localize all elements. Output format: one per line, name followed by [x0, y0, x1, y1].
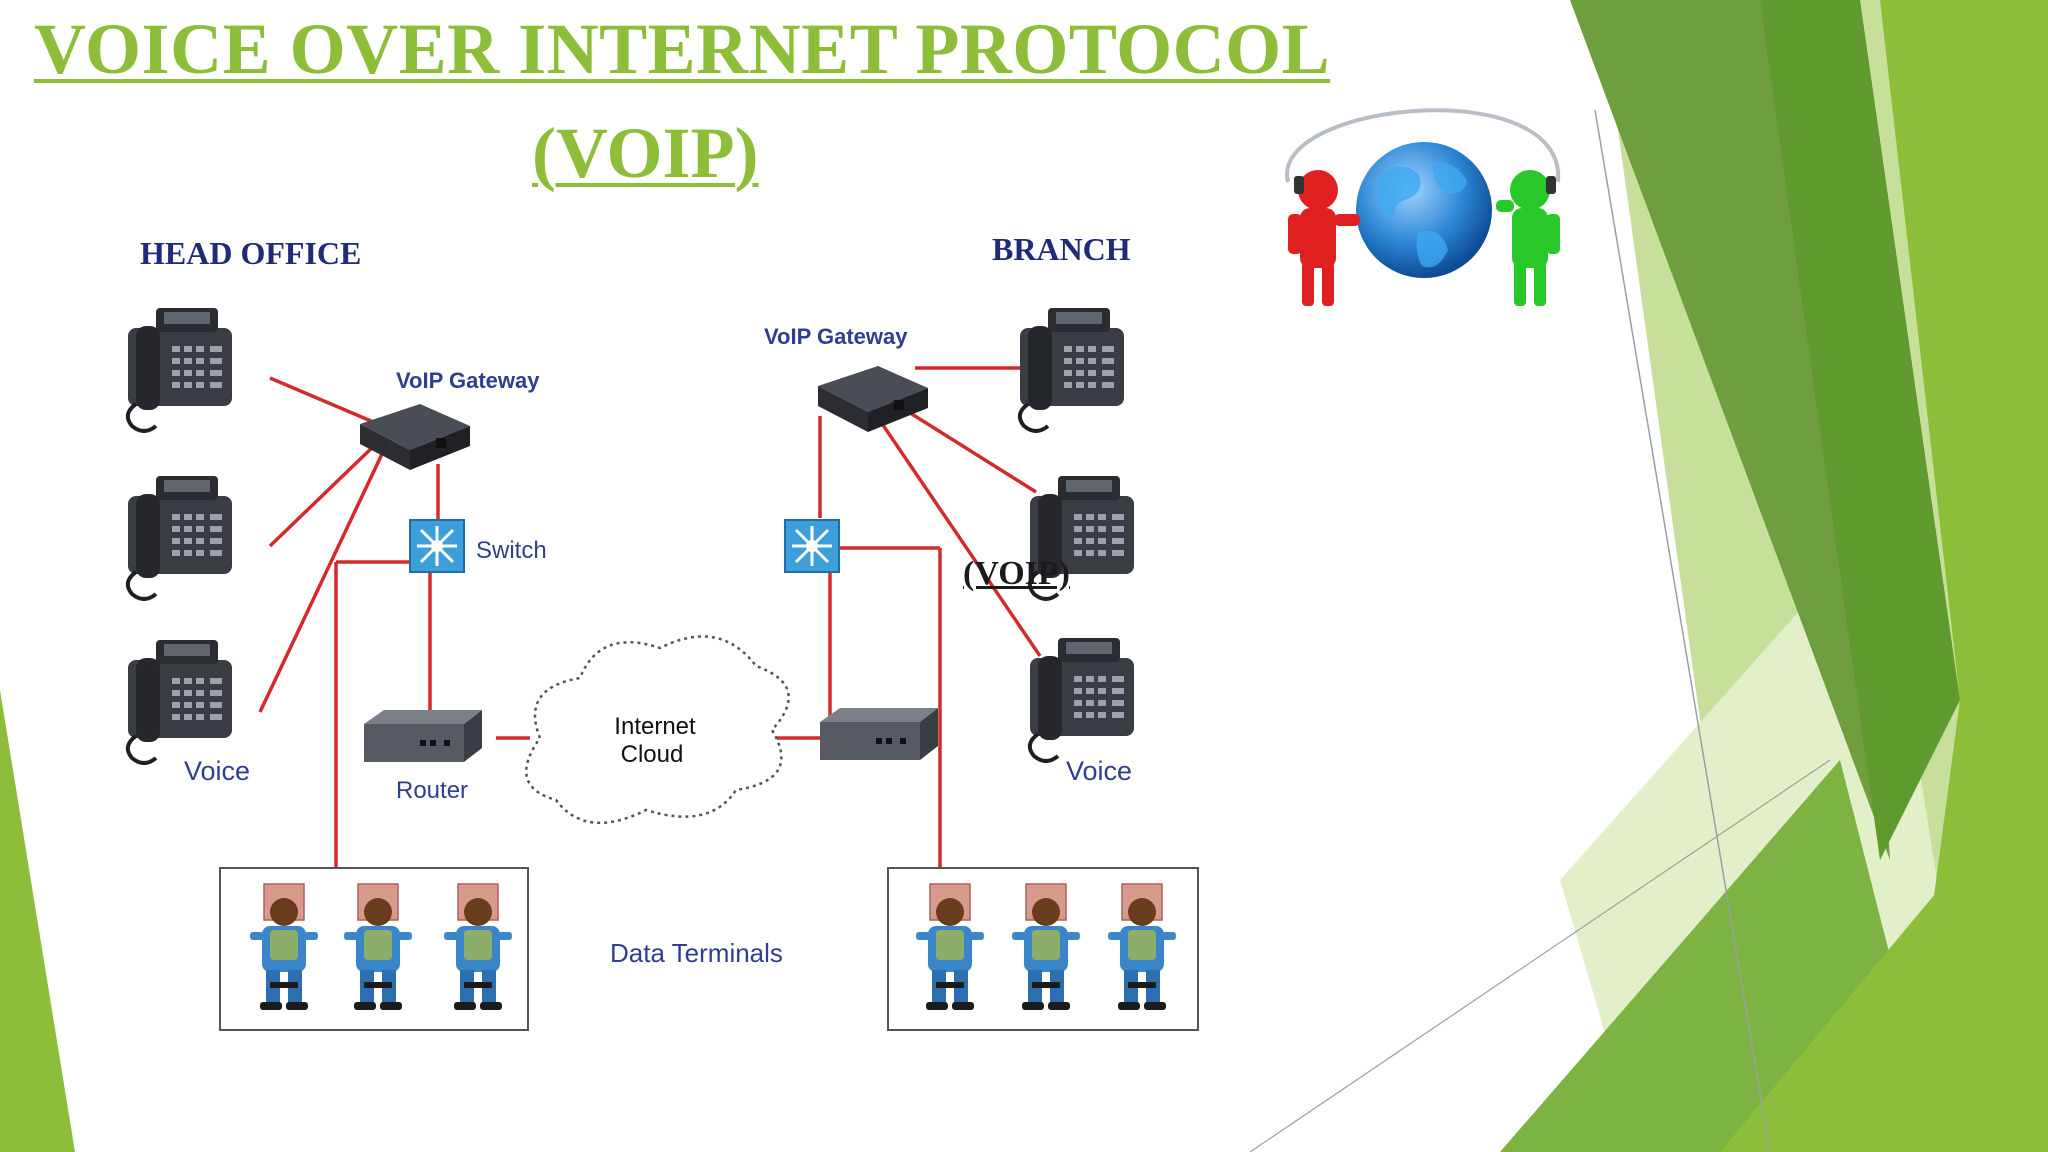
data-terminals-label: Data Terminals — [610, 938, 783, 968]
head-phone-2 — [128, 476, 232, 599]
branch-voice-label: Voice — [1066, 756, 1132, 786]
head-phone-1 — [128, 308, 232, 431]
voip-network-diagram: HEAD OFFICE BRANCH Voice VoIP Gateway Sw… — [120, 228, 1200, 1048]
headset-red — [1294, 176, 1304, 194]
branch-switch[interactable] — [785, 520, 839, 572]
globe-headset-illustration — [1248, 82, 1596, 318]
cloud-label-line1: Internet — [614, 713, 696, 740]
router-label: Router — [396, 777, 468, 804]
branch-voip-gateway — [818, 366, 928, 432]
cloud-label-line2: Cloud — [621, 741, 684, 768]
branch-label: BRANCH — [992, 231, 1131, 267]
branch-phone-3 — [1030, 638, 1134, 761]
overlay-voip-label: (VOIP) — [963, 555, 1070, 593]
head-router[interactable] — [364, 710, 482, 762]
branch-phone-1 — [1020, 308, 1124, 431]
head-voip-gateway — [360, 404, 470, 470]
switch-label: Switch — [476, 537, 547, 564]
branch-gateway-label: VoIP Gateway — [764, 324, 908, 349]
head-voice-label: Voice — [184, 756, 250, 786]
slide-title-line1: VOICE OVER INTERNET PROTOCOL — [34, 8, 1330, 91]
head-office-label: HEAD OFFICE — [140, 235, 361, 271]
head-phone-3 — [128, 640, 232, 763]
headset-green — [1546, 176, 1556, 194]
bg-wedge-left — [0, 690, 75, 1152]
head-gateway-label: VoIP Gateway — [396, 368, 540, 393]
internet-cloud[interactable]: Internet Cloud — [526, 636, 788, 822]
slide-title-line2: (VOIP) — [532, 112, 759, 195]
branch-router[interactable] — [820, 708, 938, 760]
head-switch[interactable] — [410, 520, 464, 572]
globe-icon — [1356, 142, 1492, 278]
